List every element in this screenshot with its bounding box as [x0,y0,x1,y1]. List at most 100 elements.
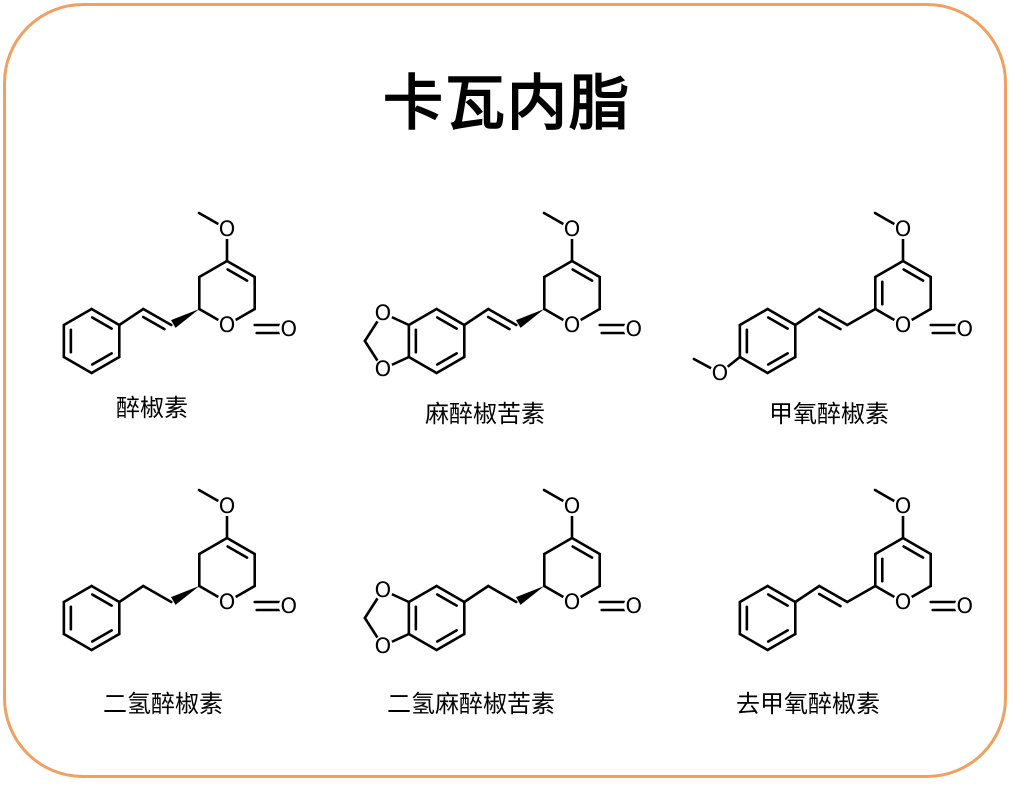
ring-double-bond [571,268,594,282]
aryl-ring-bond [766,355,797,375]
wedge-bond [171,309,200,328]
ring-double-bond [902,268,925,282]
carbonyl-oxygen-bg [954,596,975,616]
aryl-methoxy-oxygen: O [712,361,729,385]
carbonyl-oxygen-bg [623,319,644,339]
ring-oxygen-bg [893,592,913,612]
ring-oxygen: O [564,313,581,337]
aryl-ring-bond [766,307,797,327]
aryl-methoxy-oxygen-bg [709,363,730,383]
structure-4: OOO [62,488,299,652]
linker-double-bond [141,315,166,331]
ring-oxygen-bg [217,315,237,335]
linker-bond [486,584,518,604]
ring-bond [570,259,602,279]
page-title: 卡瓦内脂 [383,69,631,139]
compound-name-6: 去甲氧醉椒素 [736,690,880,718]
carbonyl-oxygen: O [280,317,297,341]
aryl-ring-bond [766,584,797,604]
aryl-double-bond [90,352,113,366]
methoxy-oxygen-bg [217,219,237,239]
ring-double-bond [902,545,925,559]
ring-oxygen-bg [217,592,237,612]
linker-bond [817,307,849,327]
aryl-ring-bond [407,584,438,604]
aryl-ring-bond [738,307,769,327]
aryl-link-bond [117,307,145,327]
aryl-ring-bond [435,632,466,652]
linker-bond [141,584,173,604]
ring-oxygen: O [895,590,912,614]
ring-oxygen-bg [562,315,582,335]
dioxole-oxygen: O [375,578,392,602]
ring-bond [873,259,905,279]
carbonyl-oxygen: O [625,594,642,618]
ring-bond [225,536,257,556]
aryl-link-bond [793,307,821,327]
aryl-link-bond [462,307,490,327]
aryl-ring-bond [62,632,93,652]
ring-bond [197,536,229,556]
aryl-double-bond [435,352,458,366]
ring-oxygen-bg [893,315,913,335]
aryl-double-bond [766,593,789,607]
carbonyl-oxygen: O [956,594,973,618]
aryl-ring-bond [435,307,466,327]
methoxy-oxygen: O [219,494,236,518]
aryl-double-bond [90,316,113,330]
aryl-double-bond [90,593,113,607]
linker-double-bond [817,592,842,608]
linker-bond [486,307,518,327]
aryl-link-bond [462,584,490,604]
compound-name-5: 二氢麻醉椒苦素 [387,690,555,718]
methoxy-oxygen-bg [893,219,913,239]
aryl-ring-bond [90,307,121,327]
ring-oxygen-bg [562,592,582,612]
aryl-ring-bond [62,584,93,604]
carbonyl-oxygen: O [280,594,297,618]
aryl-double-bond [435,316,458,330]
aryl-double-bond [435,593,458,607]
methoxy-oxygen: O [219,217,236,241]
linker-bond [141,307,173,327]
aryl-ring-bond [738,355,769,375]
aryl-ring-bond [407,307,438,327]
aryl-ring-bond [407,355,438,375]
methoxy-oxygen-bg [217,496,237,516]
aryl-ring-bond [407,632,438,652]
methoxy-oxygen: O [564,217,581,241]
linker-bond [845,307,877,327]
carbonyl-oxygen: O [625,317,642,341]
ring-double-bond [571,545,594,559]
linker-double-bond [817,315,842,331]
ring-double-bond [226,268,249,282]
aryl-ring-bond [435,584,466,604]
dioxole-oxygen: O [375,357,392,381]
aryl-ring-bond [738,632,769,652]
aryl-double-bond [766,629,789,643]
ring-bond [873,536,905,556]
structure-1: OOO [62,211,299,375]
dioxole-oxygen-bg [372,636,393,656]
compound-name-1: 醉椒素 [116,394,188,422]
ring-bond [901,536,933,556]
wedge-bond [516,586,545,605]
structure-6: OOO [738,488,975,652]
methoxy-oxygen-bg [562,496,582,516]
aryl-ring-bond [738,584,769,604]
dioxole-oxygen-bg [372,359,393,379]
aryl-ring-bond [62,307,93,327]
carbonyl-oxygen-bg [278,319,299,339]
methoxy-oxygen: O [564,494,581,518]
ring-bond [570,536,602,556]
methoxy-oxygen: O [895,217,912,241]
ring-oxygen: O [564,590,581,614]
aryl-ring-bond [90,355,121,375]
aryl-double-bond [90,629,113,643]
aryl-ring-bond [435,355,466,375]
dioxole-oxygen-bg [372,303,393,323]
rounded-frame [3,3,1007,778]
